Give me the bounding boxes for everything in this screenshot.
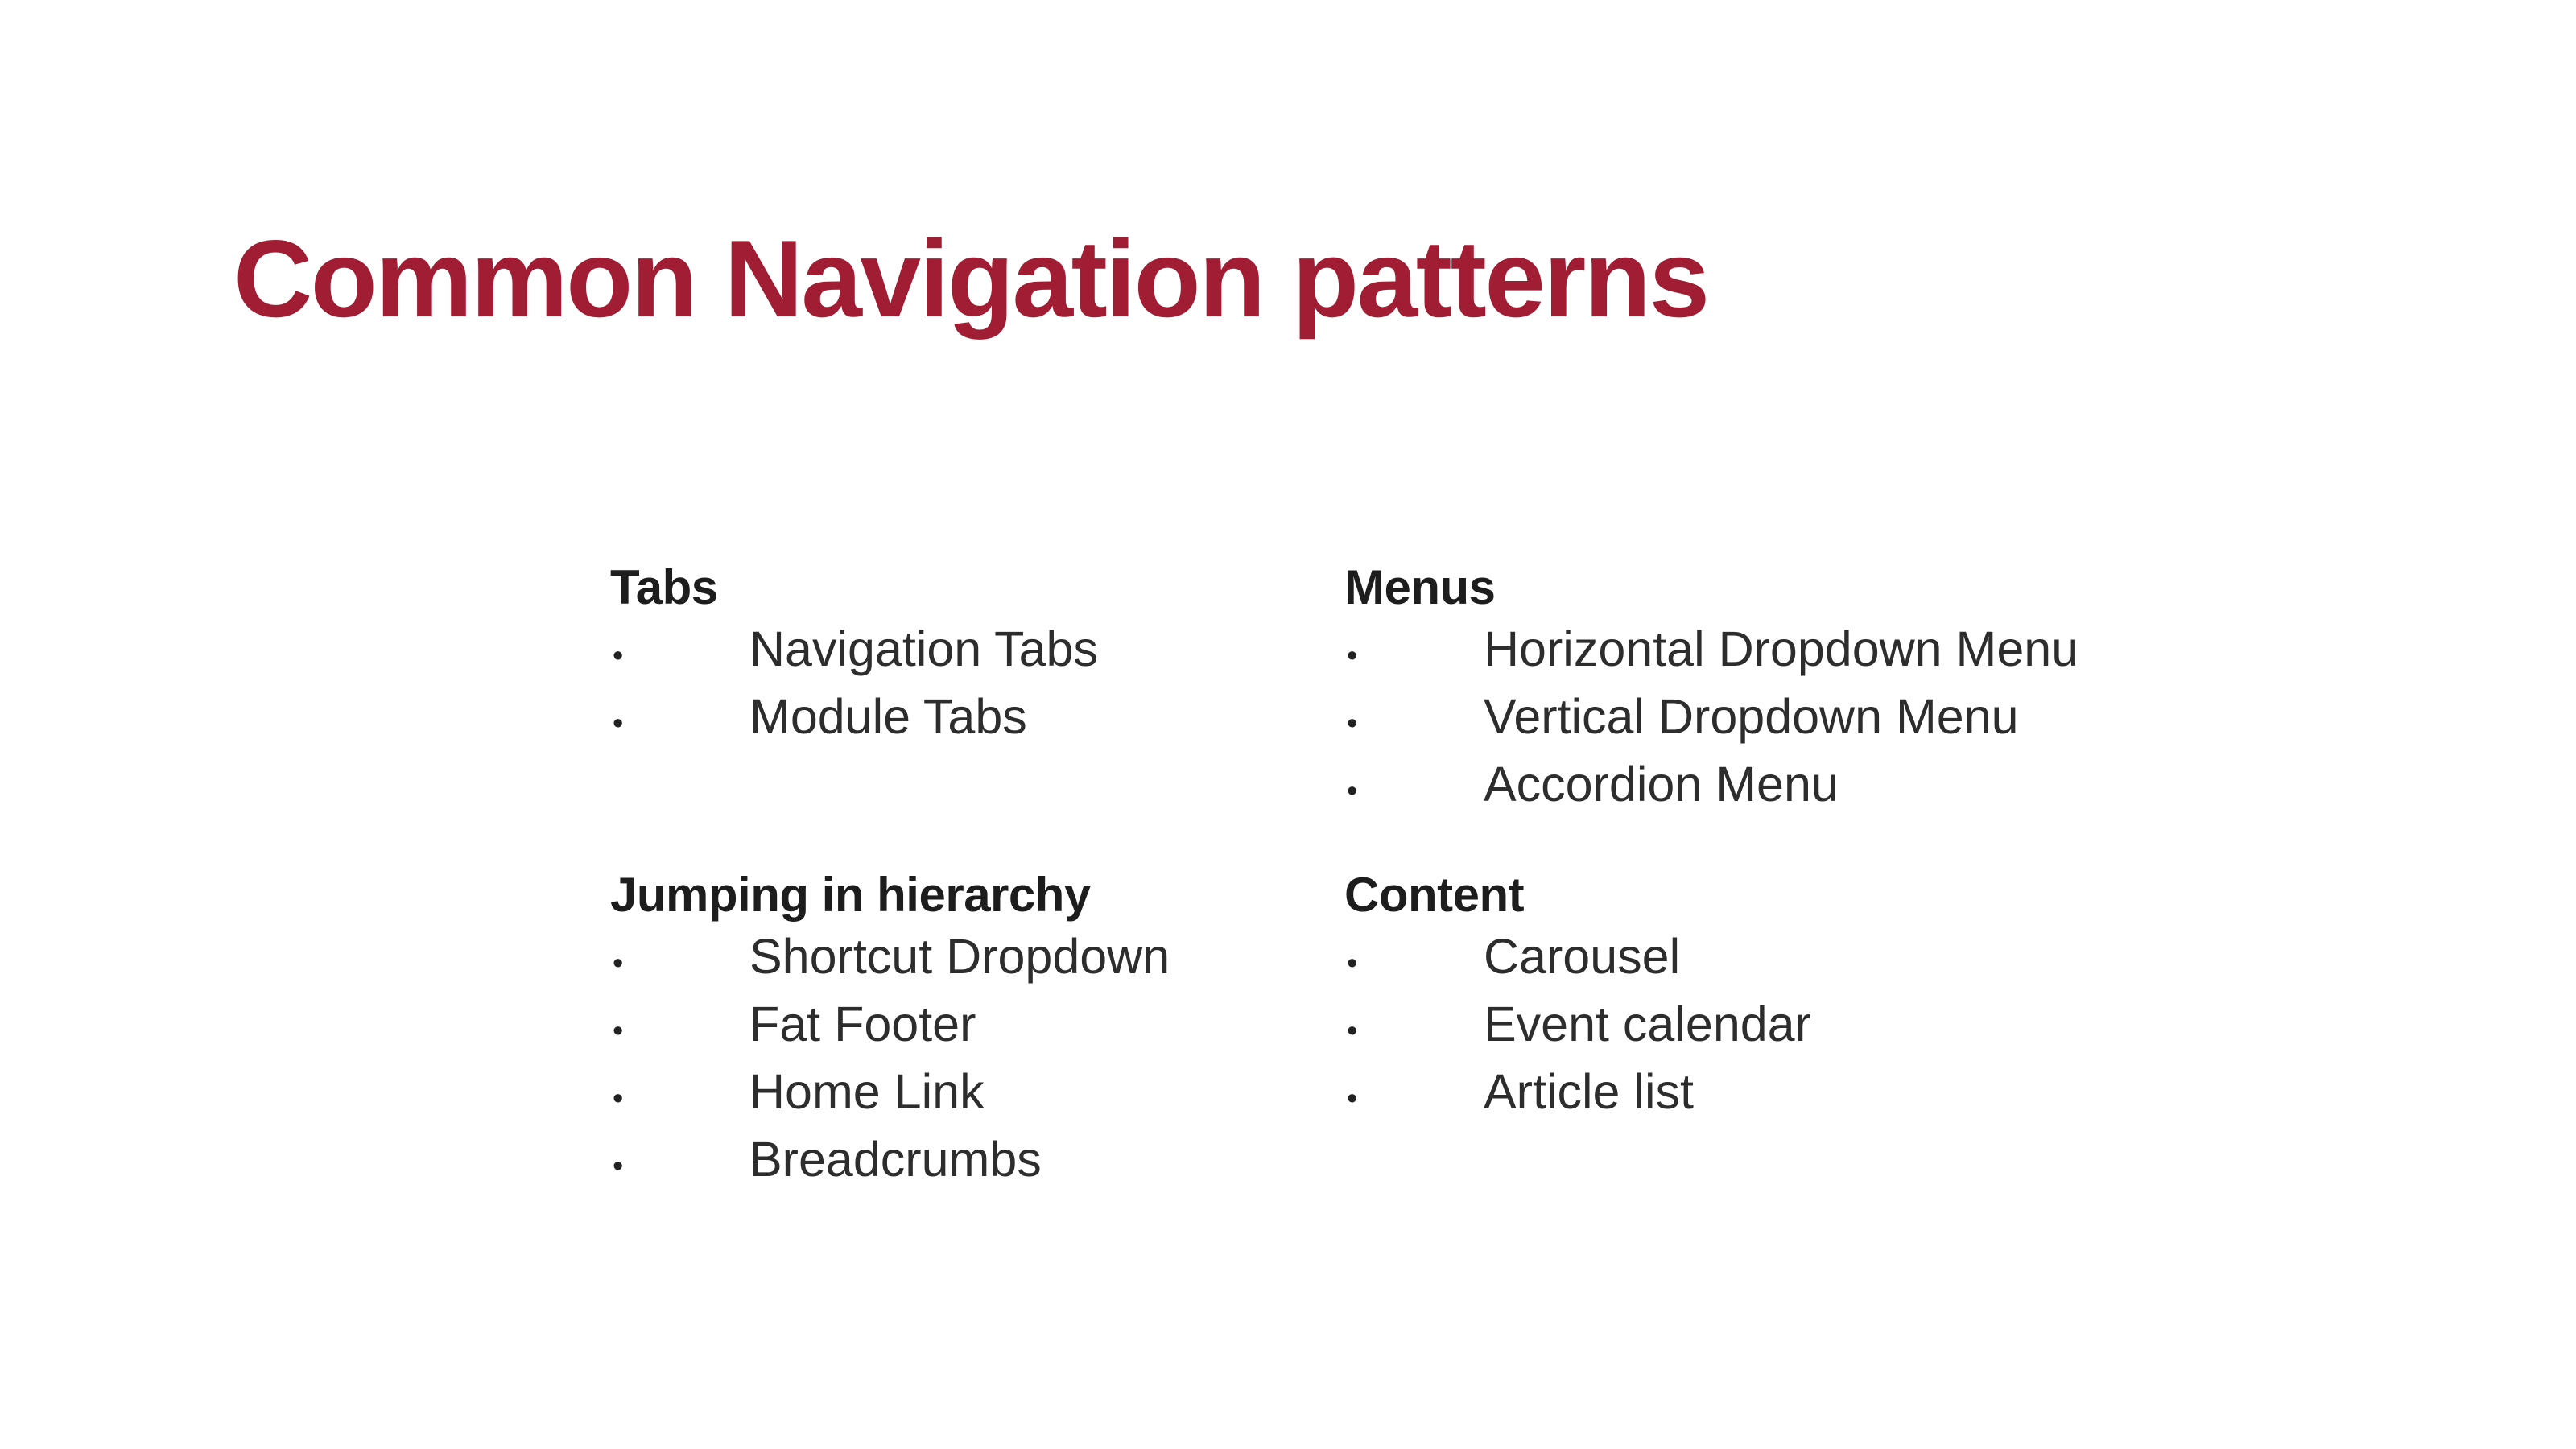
section-tabs: Tabs • Navigation Tabs • Module Tabs [610, 556, 1496, 754]
list-item: • Event calendar [1344, 994, 2230, 1062]
bullet-dot-icon: • [613, 707, 624, 741]
list-item-label: Accordion Menu [1484, 757, 1839, 811]
list-item-label: Fat Footer [749, 997, 976, 1051]
list-item: • Accordion Menu [1344, 754, 2230, 822]
list-item: • Fat Footer [610, 994, 1496, 1062]
list-item-label: Event calendar [1484, 997, 1811, 1051]
bullet-list: • Carousel • Event calendar • Article list [1344, 927, 2230, 1129]
list-item-label: Module Tabs [749, 689, 1027, 744]
list-item: • Breadcrumbs [610, 1129, 1496, 1197]
bullet-dot-icon: • [1347, 947, 1358, 980]
list-item-label: Navigation Tabs [749, 621, 1098, 676]
section-heading: Jumping in hierarchy [610, 868, 1091, 922]
bullet-list: • Navigation Tabs • Module Tabs [610, 619, 1496, 754]
slide-title: Common Navigation patterns [233, 217, 1710, 340]
bullet-dot-icon: • [613, 947, 624, 980]
section-heading: Tabs [610, 560, 718, 614]
bullet-dot-icon: • [1347, 639, 1358, 673]
list-item-label: Horizontal Dropdown Menu [1484, 621, 2079, 676]
section-menus: Menus • Horizontal Dropdown Menu • Vertical… [1344, 556, 2230, 822]
list-item: • Carousel [1344, 927, 2230, 994]
list-item: • Module Tabs [610, 687, 1496, 754]
bullet-dot-icon: • [1347, 1014, 1358, 1048]
list-item: • Shortcut Dropdown [610, 927, 1496, 994]
list-item-label: Carousel [1484, 929, 1681, 984]
list-item: • Horizontal Dropdown Menu [1344, 619, 2230, 687]
bullet-dot-icon: • [1347, 1082, 1358, 1116]
list-item: • Article list [1344, 1062, 2230, 1129]
section-heading: Content [1344, 868, 1525, 922]
list-item: • Navigation Tabs [610, 619, 1496, 687]
bullet-list: •Shortcut Dropdown•Fat Footer•Home Link•… [610, 927, 1496, 1197]
bullet-list: • Horizontal Dropdown Menu • Vertical Dropd… [1344, 619, 2230, 822]
bullet-dot-icon: • [613, 639, 624, 673]
section-content: Content • Carousel • Event calendar • Article… [1344, 864, 2230, 1129]
list-item-label: Breadcrumbs [749, 1132, 1042, 1187]
bullet-dot-icon: • [1347, 774, 1358, 808]
bullet-dot-icon: • [613, 1150, 624, 1183]
list-item-label: Article list [1484, 1064, 1694, 1119]
list-item-label: Vertical Dropdown Menu [1484, 689, 2019, 744]
bullet-dot-icon: • [613, 1082, 624, 1116]
bullet-dot-icon: • [613, 1014, 624, 1048]
section-jumping-in-hierarchy: Jumping in hierarchy •Shortcut Dropdown•… [610, 864, 1496, 1197]
list-item-label: Home Link [749, 1064, 985, 1119]
section-heading: Menus [1344, 560, 1496, 614]
list-item: • Home Link [610, 1062, 1496, 1129]
list-item-label: Shortcut Dropdown [749, 929, 1170, 984]
list-item: • Vertical Dropdown Menu [1344, 687, 2230, 754]
bullet-dot-icon: • [1347, 707, 1358, 741]
